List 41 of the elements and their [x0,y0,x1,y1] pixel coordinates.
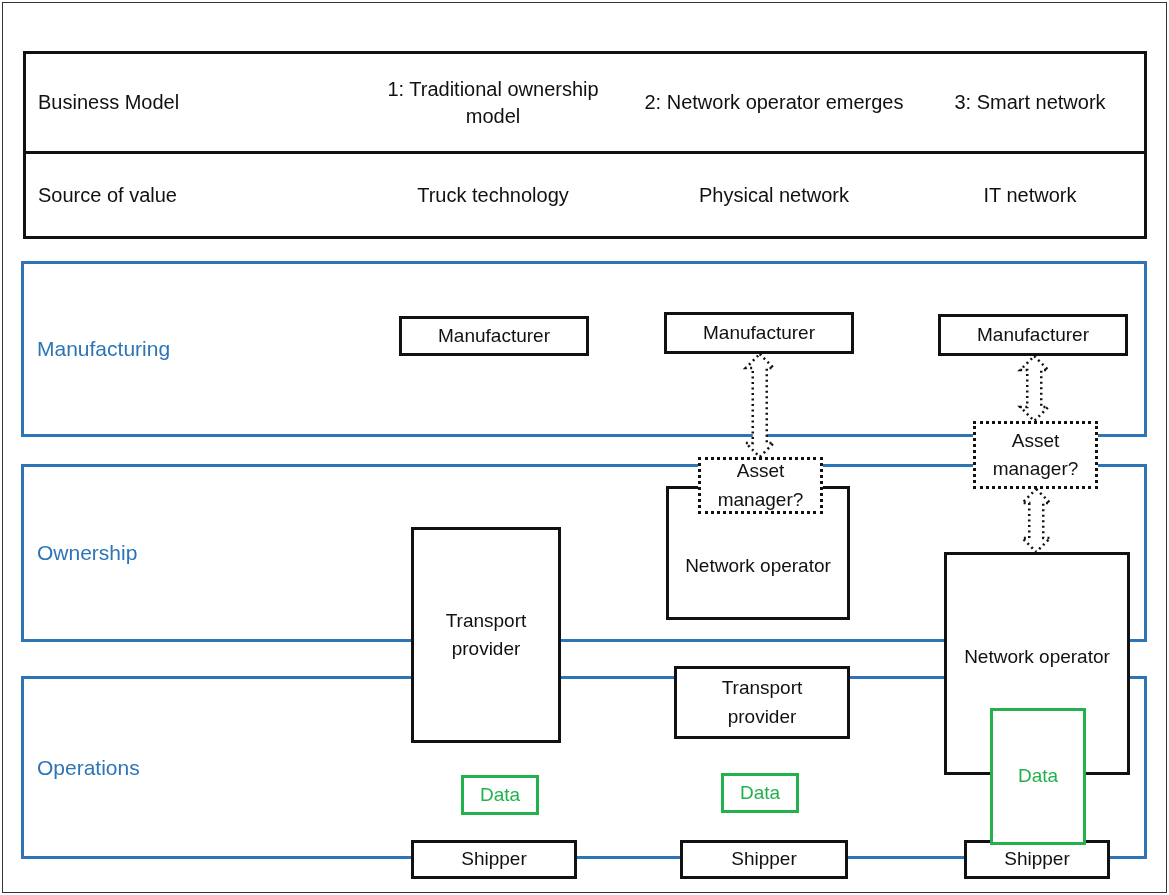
table-cell: Business Model [26,54,354,154]
double-arrow [1017,354,1052,423]
box-label: Shipper [461,847,527,872]
box-label: Network operator [685,553,831,578]
box-label: Manufacturer [438,323,550,348]
process-box [964,840,1110,879]
double-arrow [742,352,777,459]
box-label: Transport provider [720,676,804,729]
table-cell-text: IT network [982,182,1078,208]
box-label: Asset manager? [716,459,805,512]
box-label: Data [1017,764,1059,789]
lane-label: Operations [37,754,140,781]
process-box [399,316,589,356]
data-box [990,708,1086,845]
process-box [680,840,848,879]
table-cell-text: Source of value [37,182,178,208]
lane-label: Ownership [37,540,138,567]
box-label: Network operator [964,645,1110,669]
process-box [938,314,1128,356]
process-box [674,666,850,739]
lane-label: Manufacturing [37,336,171,363]
process-box [411,527,561,743]
box-label: Shipper [1004,847,1070,872]
dotted-box [973,421,1098,489]
table-cell-text: Physical network [697,182,851,208]
table-cell: 2: Network operator emerges [632,54,916,154]
data-box [721,773,799,813]
box-label: Transport provider [444,608,528,661]
data-box [461,775,539,815]
table-cell-text: Truck technology [416,182,570,208]
box-label: Manufacturer [703,320,815,345]
process-box [411,840,577,879]
box-label: Data [479,782,521,807]
dotted-box [698,457,823,514]
table-cell: 3: Smart network [916,54,1144,154]
box-label: Data [739,780,781,805]
box-label: Asset manager? [991,428,1080,481]
box-label: Manufacturer [977,322,1089,347]
process-box [664,312,854,354]
box-label: Shipper [731,847,797,872]
table-cell: 1: Traditional ownership model [354,54,632,154]
